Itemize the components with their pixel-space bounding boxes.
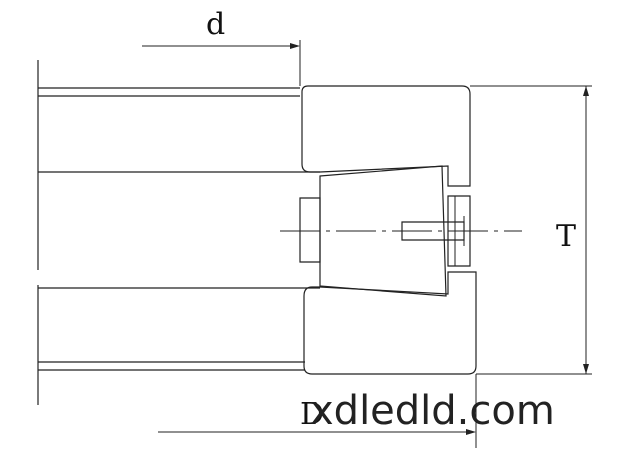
label-d: d — [206, 7, 225, 42]
shaft-outline — [37, 60, 320, 405]
upper-ring-section — [301, 85, 471, 187]
lower-ring-section — [303, 271, 477, 375]
label-t: T — [556, 219, 576, 254]
dimension-big-d — [158, 374, 477, 448]
label-big-d: D — [300, 397, 324, 432]
dimension-d — [142, 40, 301, 86]
dimension-t — [470, 85, 592, 375]
watermark-text: xdledld.com — [310, 388, 555, 434]
